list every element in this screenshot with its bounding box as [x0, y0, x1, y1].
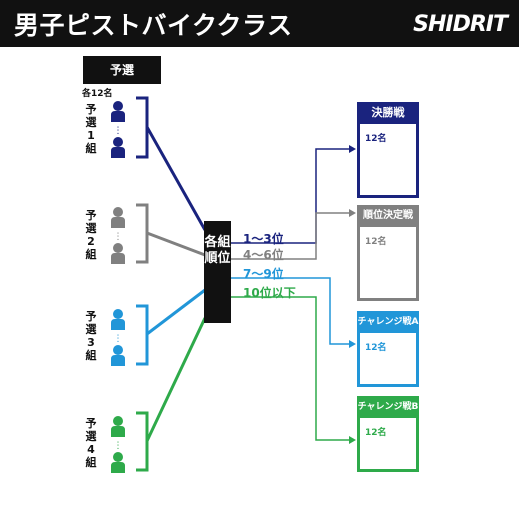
svg-text:⋮: ⋮	[114, 441, 123, 451]
group-3-label: 予選3組	[85, 310, 97, 362]
route-label-1: 1～3位	[243, 232, 284, 246]
header-bar: 男子ピストバイククラス SHIDRIT	[0, 0, 519, 47]
final-box-challenge-a-title: チャレンジ戦A	[357, 311, 419, 333]
final-box-main-title: 決勝戦	[357, 102, 419, 124]
group-1-label: 予選1組	[85, 103, 97, 155]
final-box-placement: 順位決定戦 12名	[357, 205, 419, 301]
page-title: 男子ピストバイククラス	[14, 11, 293, 40]
final-box-challenge-b: チャレンジ戦B 12名	[357, 396, 419, 472]
route-label-2: 4～6位	[243, 248, 284, 262]
final-box-placement-count: 12名	[365, 237, 387, 247]
final-box-challenge-a: チャレンジ戦A 12名	[357, 311, 419, 387]
final-box-placement-title: 順位決定戦	[357, 205, 419, 227]
brand-logo: SHIDRIT	[413, 12, 508, 37]
svg-text:⋮: ⋮	[114, 232, 123, 242]
final-box-challenge-b-title: チャレンジ戦B	[357, 396, 419, 418]
route-label-3: 7～9位	[243, 267, 284, 281]
group-2-label: 予選2組	[85, 209, 97, 261]
final-box-main: 決勝戦 12名	[357, 102, 419, 198]
ranking-box: 各組順位	[204, 221, 231, 323]
group-4-label: 予選4組	[85, 417, 97, 469]
qualifying-label: 予選	[83, 56, 161, 84]
qualifying-count: 各12名	[82, 89, 113, 99]
final-box-challenge-a-count: 12名	[365, 343, 387, 353]
route-label-4: 10位以下	[243, 286, 296, 300]
final-box-main-count: 12名	[365, 134, 387, 144]
route-arrowheads	[349, 145, 356, 444]
ranking-label: 各組順位	[204, 235, 231, 266]
svg-text:⋮: ⋮	[114, 334, 123, 344]
svg-text:⋮: ⋮	[114, 126, 123, 136]
final-box-challenge-b-count: 12名	[365, 428, 387, 438]
